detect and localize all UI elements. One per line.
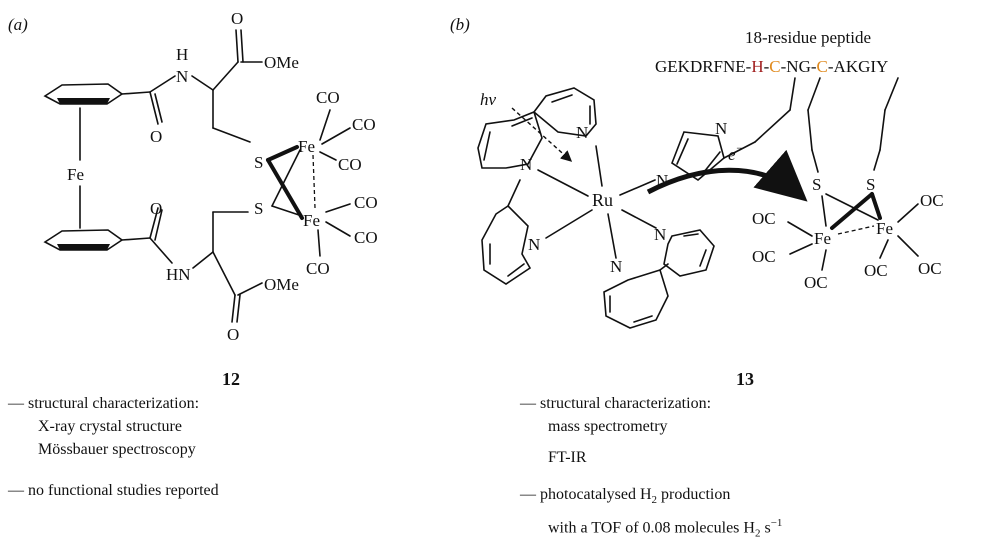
bpy3-n-a: N: [654, 225, 666, 244]
lower-diiron-fe: Fe: [303, 211, 320, 230]
panel-b-functional-line-2: with a TOF of 0.08 molecules H2 s−1: [548, 517, 783, 540]
imidazole-n-top: N: [715, 119, 727, 138]
lower-co-ligand-1: CO: [354, 193, 378, 212]
lower-carbonyl-o: O: [150, 199, 162, 218]
upper-amide-n: N: [176, 67, 188, 86]
lower-ester-carbonyl-o: O: [227, 325, 239, 344]
lower-amide-hn: HN: [166, 265, 191, 284]
upper-co-ligand-1: CO: [316, 88, 340, 107]
fe-left-oc-ligand-2: OC: [752, 247, 776, 266]
bpy3-n-b: N: [610, 257, 622, 276]
panel-a: (a) Fe O N H O OMe: [8, 9, 378, 389]
upper-co-ligand-3: CO: [338, 155, 362, 174]
bpy1-n-b: N: [520, 155, 532, 174]
lower-cyclopentadienyl-ring: [43, 229, 151, 251]
panel-a-method-1: X-ray crystal structure: [38, 418, 182, 435]
panel-b-structural-heading: — structural characterization:: [520, 395, 712, 412]
panel-a-notes: — structural characterization: X-ray cry…: [8, 392, 219, 502]
panel-b-notes: — structural characterization: mass spec…: [520, 392, 782, 546]
panel-b-label: (b): [450, 15, 470, 34]
panel-b-method-2: FT-IR: [548, 449, 587, 466]
panel-b-method-1: mass spectrometry: [548, 418, 668, 435]
panel-b-functional-line-1: — photocatalysed H2 production: [520, 486, 731, 507]
upper-co-ligand-2: CO: [352, 115, 376, 134]
peptide-sequence: GEKDRFNE-H-C-NG-C-AKGIY: [655, 57, 888, 76]
upper-carbonyl-o: O: [150, 127, 162, 146]
panel-a-functional-note: — no functional studies reported: [8, 482, 219, 499]
electron-transfer-arrow: [646, 149, 808, 202]
upper-cyclopentadienyl-ring: [43, 83, 151, 105]
histidine-residue: H: [751, 57, 763, 76]
electron-label: e−: [728, 141, 744, 164]
ruthenium-atom: Ru: [592, 190, 613, 210]
compound-12-number: 12: [222, 369, 240, 389]
panel-a-structural-heading: — structural characterization:: [8, 395, 200, 412]
fe-left-oc-ligand-1: OC: [752, 209, 776, 228]
lower-co-ligand-2: CO: [354, 228, 378, 247]
bpy2-n: N: [528, 235, 540, 254]
photon-hv-label: hv: [480, 90, 497, 109]
upper-sulfur: S: [254, 153, 263, 172]
upper-ester-carbonyl-o: O: [231, 9, 243, 28]
panel-a-label: (a): [8, 15, 28, 34]
figure-canvas: (a) Fe O N H O OMe: [8, 9, 944, 389]
peptide-sulfur-1: S: [812, 175, 821, 194]
upper-amide-h: H: [176, 45, 188, 64]
lower-ome: OMe: [264, 275, 299, 294]
panel-a-method-2: Mössbauer spectroscopy: [38, 441, 196, 458]
diiron-fe-right: Fe: [876, 219, 893, 238]
lower-sulfur: S: [254, 199, 263, 218]
fe-right-oc-ligand-3: OC: [918, 259, 942, 278]
cysteine-residue-1: C: [769, 57, 780, 76]
fe-right-oc-ligand-2: OC: [864, 261, 888, 280]
compound-13-number: 13: [736, 369, 754, 389]
lower-co-ligand-3: CO: [306, 259, 330, 278]
ferrocene-fe-atom: Fe: [67, 165, 84, 184]
bipyridine-ligand-3: N N: [603, 209, 715, 329]
cysteine-residue-2: C: [817, 57, 828, 76]
upper-diiron-fe: Fe: [298, 137, 315, 156]
peptide-title: 18-residue peptide: [745, 28, 871, 47]
fe-right-oc-ligand-1: OC: [920, 191, 944, 210]
panel-b: (b) 18-residue peptide GEKDRFNE-H-C-NG-C…: [450, 15, 944, 389]
upper-ome: OMe: [264, 53, 299, 72]
bpy1-n-a: N: [576, 123, 588, 142]
peptide-sulfur-2: S: [866, 175, 875, 194]
diiron-fe-left: Fe: [814, 229, 831, 248]
bipyridine-ligand-2: N: [481, 179, 593, 285]
bipyridine-ligand-1: N N: [477, 87, 603, 197]
fe-left-oc-ligand-3: OC: [804, 273, 828, 292]
